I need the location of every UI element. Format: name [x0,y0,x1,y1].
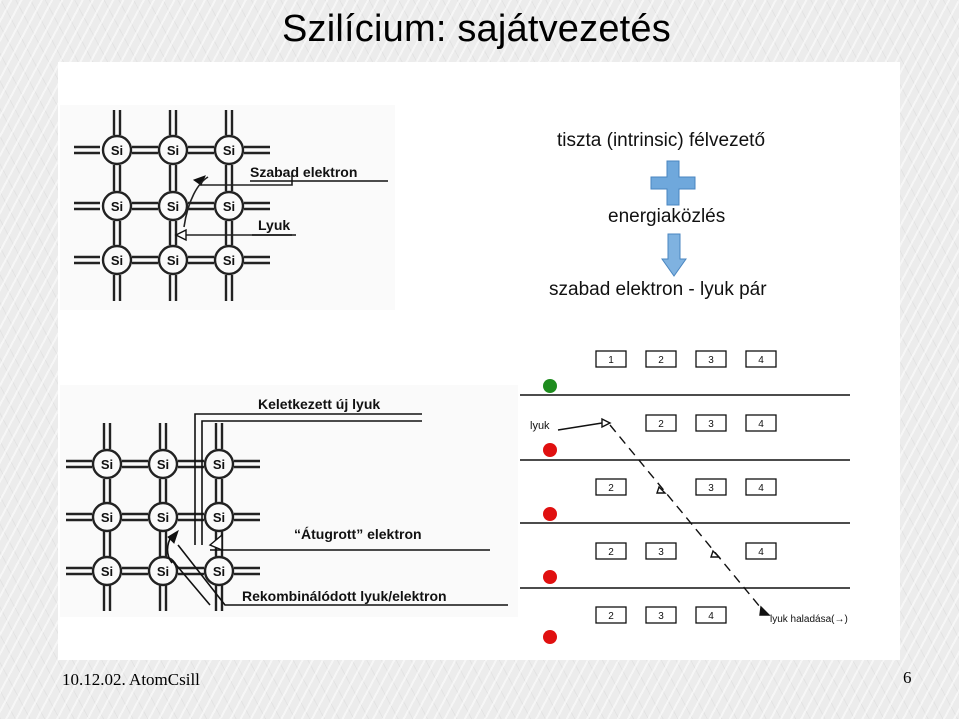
red-dot [543,630,557,644]
seat-number: 3 [708,419,714,430]
plus-icon [650,160,696,206]
seat-number: 1 [608,355,614,366]
seat-number: 4 [758,355,764,366]
si-atom-label: Si [223,143,235,158]
seat-number: 3 [658,547,664,558]
seat-box [695,478,727,496]
si-atom-label: Si [157,457,169,472]
seat-box [745,542,777,560]
hole-label-small: lyuk [530,420,550,432]
si-atom-label: Si [167,253,179,268]
si-atom-label: Si [213,510,225,525]
si-atom-label: Si [111,143,123,158]
si-atom-label: Si [223,253,235,268]
seat-box [645,350,677,368]
seat-number: 2 [658,419,664,430]
down-arrow-icon [661,233,687,277]
red-dot [543,443,557,457]
red-dot [543,507,557,521]
jumped-electron-label: “Átugrott” elektron [294,526,422,542]
si-atom-label: Si [167,143,179,158]
si-atom-label: Si [167,199,179,214]
seat-box [645,606,677,624]
si-atom-label: Si [213,457,225,472]
seat-number: 3 [658,611,664,622]
seat-box [745,478,777,496]
si-atom-label: Si [213,564,225,579]
seat-number: 4 [758,547,764,558]
seat-box [645,542,677,560]
seat-number: 3 [708,355,714,366]
hole-label: Lyuk [258,217,290,233]
si-atom-label: Si [101,564,113,579]
seat-box [695,350,727,368]
seat-box [595,478,627,496]
si-atom-label: Si [223,199,235,214]
page-number: 6 [903,668,912,687]
intrinsic-semiconductor-text: tiszta (intrinsic) félvezető [557,130,766,151]
new-hole-label: Keletkezett új lyuk [258,396,380,412]
seat-box [595,350,627,368]
seat-box [695,414,727,432]
seat-number: 3 [708,483,714,494]
seat-box [595,542,627,560]
seat-number: 2 [608,611,614,622]
seat-box [645,414,677,432]
free-electron-label: Szabad elektron [250,164,357,180]
seat-box [745,414,777,432]
seat-number: 2 [608,547,614,558]
si-atom-label: Si [101,457,113,472]
si-atom-label: Si [157,510,169,525]
electron-hole-pair-text: szabad elektron - lyuk pár [549,279,767,300]
green-dot [543,379,557,393]
seat-box [695,606,727,624]
recombined-label: Rekombinálódott lyuk/elektron [242,588,447,604]
hole-movement-diagram: 1 2 3 4 2 3 4 2 3 4 2 3 4 2 3 4 lyuk lyuk haladása(→) [520,345,860,635]
energy-input-text: energiaközlés [608,206,726,227]
red-dot [543,570,557,584]
si-atom-label: Si [101,510,113,525]
lattice-diagram-top: Si Si Si Si Si Si Si Si Si Szabad elektr… [60,105,395,310]
seat-number: 4 [758,419,764,430]
footer-date: 10.12.02. AtomCsill [62,670,200,689]
seat-number: 4 [708,611,714,622]
hole-progress-label: lyuk haladása(→) [770,614,848,625]
lattice-diagram-bottom: Si Si Si Si Si Si Si Si Si Keletkezett ú… [60,385,518,617]
seat-number: 2 [658,355,664,366]
si-atom-label: Si [111,199,123,214]
seat-box [595,606,627,624]
si-atom-label: Si [157,564,169,579]
seat-number: 4 [758,483,764,494]
slide-title: Szilícium: sajátvezetés [282,8,671,50]
si-atom-label: Si [111,253,123,268]
seat-box [745,350,777,368]
seat-number: 2 [608,483,614,494]
